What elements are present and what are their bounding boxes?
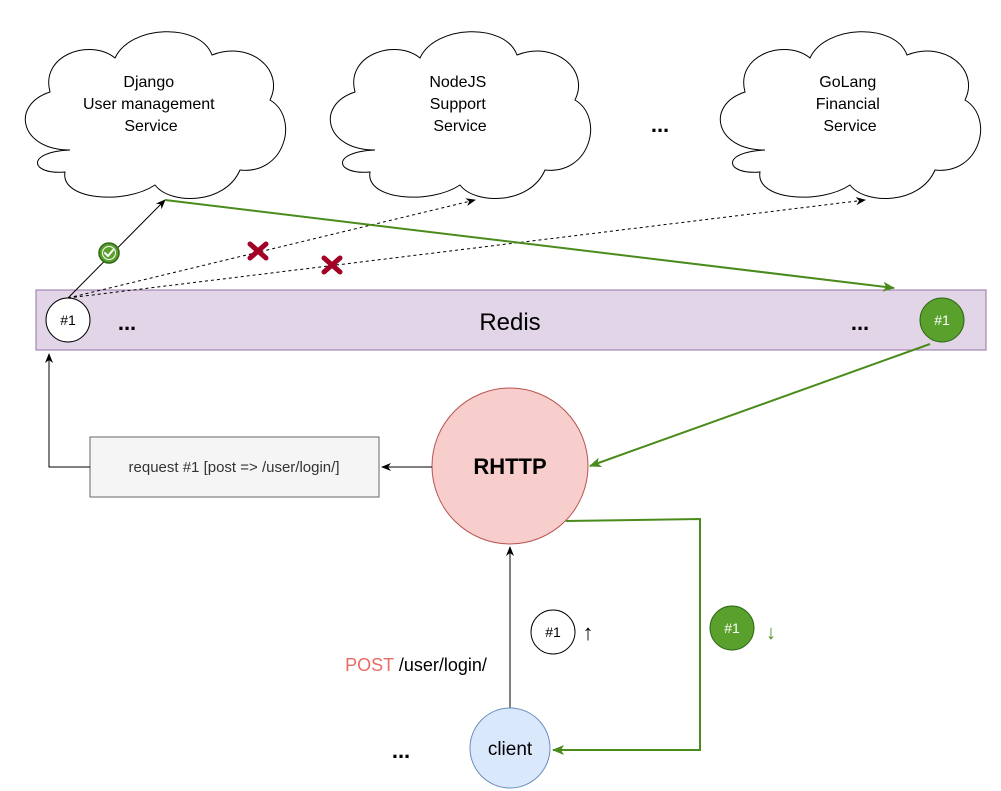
redis-left-ellipsis: ...: [118, 310, 136, 335]
svg-text:#1: #1: [934, 312, 950, 328]
redis-bar: [35, 289, 987, 351]
cross-mark-icon: [247, 241, 269, 261]
client-ellipsis: ...: [392, 738, 410, 763]
dotted-arrow-to-nodejs: [67, 198, 476, 299]
dotted-arrow-to-golang: [67, 197, 866, 299]
service-label-golang: GoLang Financial Service: [816, 74, 884, 135]
services-ellipsis: ...: [651, 112, 669, 137]
redis-left-badge: #1: [45, 297, 91, 343]
svg-text:#1: #1: [60, 312, 76, 328]
request-line-label: POST /user/login/: [345, 655, 487, 675]
service-label-nodejs: NodeJS Support Service: [429, 74, 490, 135]
rhttp-label: RHTTP: [473, 454, 546, 479]
client-label: client: [488, 739, 533, 760]
request-path: /user/login/: [394, 655, 487, 675]
service-label-django: Django User management Service: [83, 74, 219, 135]
response-arrow-django-to-redis: [164, 199, 895, 292]
up-badge: #1 ↑: [530, 609, 594, 655]
redis-right-badge: #1: [919, 297, 965, 343]
cross-mark-icon: [321, 255, 343, 275]
rhttp-node: RHTTP: [431, 387, 589, 545]
down-arrow-icon: ↓: [766, 622, 776, 644]
request-box-label: request #1 [post => /user/login/]: [129, 459, 340, 476]
request-box: request #1 [post => /user/login/]: [89, 436, 380, 498]
up-arrow-icon: ↑: [583, 620, 594, 645]
down-badge: #1 ↓: [709, 605, 776, 651]
svg-text:#1: #1: [545, 624, 561, 640]
redis-label: Redis: [479, 309, 540, 336]
check-circle-icon: [98, 242, 120, 264]
request-method: POST: [345, 655, 394, 675]
arrow-redis-to-rhttp: [589, 343, 931, 467]
arrow-rhttp-to-client: [552, 517, 701, 755]
service-cloud-nodejs: NodeJS Support Service: [329, 31, 592, 199]
redis-right-ellipsis: ...: [851, 310, 869, 335]
arrow-request-box-to-redis: [45, 353, 90, 468]
client-node: client: [469, 707, 551, 789]
service-cloud-golang: GoLang Financial Service: [719, 31, 982, 199]
service-cloud-django: Django User management Service: [24, 31, 287, 199]
svg-text:#1: #1: [724, 620, 740, 636]
